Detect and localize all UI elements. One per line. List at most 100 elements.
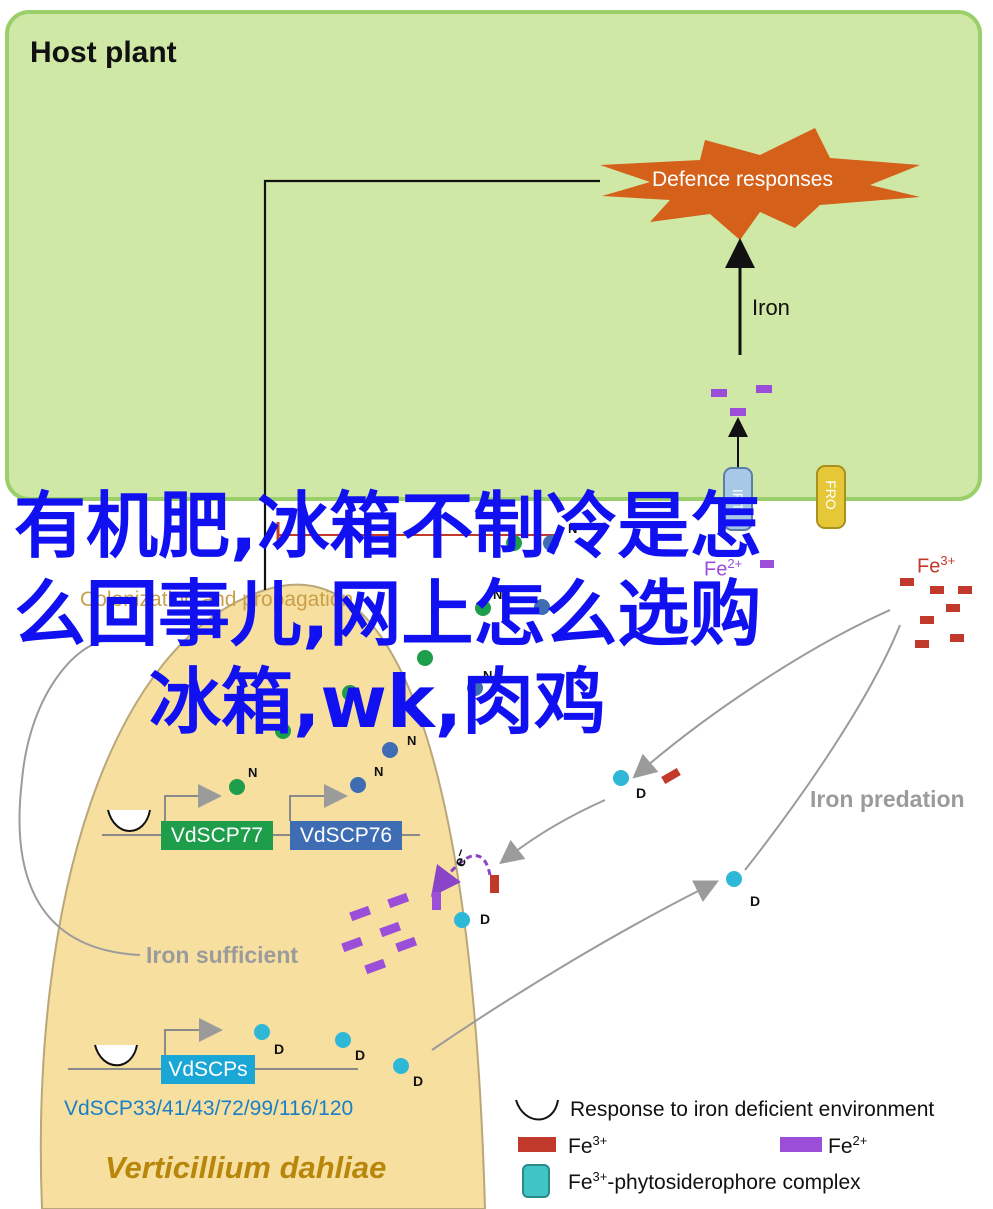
fe3-mark [920,616,934,624]
legend-complex-rest: -phytosiderophore complex [607,1171,861,1194]
fe3-mark [490,875,499,893]
siderophore-dot [613,770,629,786]
host-plant-panel [5,10,982,501]
enzyme-dot-blue [543,535,559,551]
enzyme-n-label: N [568,521,578,536]
gray-arrow-to-fungus [499,799,606,865]
enzyme-n-label: N [483,668,493,683]
enzyme-n-label: N [493,587,503,602]
fe3-ion-text: Fe [917,555,941,578]
species-name: Verticillium dahliae [105,1150,387,1185]
host-plant-title: Host plant [30,36,177,69]
iron-sufficient-label: Iron sufficient [146,942,299,968]
gray-arrow-from-fungus [431,880,719,1051]
fe3-ion-label: Fe3+ [917,553,955,579]
siderophore-dot [254,1024,270,1040]
fe3-mark [930,586,944,594]
enzyme-n-label: N [248,765,258,780]
iron-predation-label: Iron predation [810,786,965,812]
fe2-mark [711,389,727,397]
enzyme-dot-green [275,723,291,739]
enzyme-dot-blue [350,777,366,793]
response-element-icon [94,1044,138,1067]
fe2-mark [387,892,410,909]
enzyme-dot-green [342,685,358,701]
promoter-arrow [289,784,348,821]
fe3-mark [915,640,929,648]
enzyme-dot-blue [534,599,550,615]
iron-label: Iron [752,295,790,320]
siderophore-d-label: D [413,1073,424,1089]
enzyme-n-label: N [407,733,417,748]
fe2-ion-label: Fe2+ [704,556,742,582]
fe2-mark [756,385,772,393]
siderophore-d-label: D [355,1047,366,1063]
colonization-label: Colonization and propagation [80,588,354,611]
promoter-arrow [164,784,222,821]
siderophore-d-label: D [274,1041,285,1057]
enzyme-n-label: N [374,764,384,779]
siderophore-d-label: D [480,911,491,927]
fe2-mark [395,936,418,953]
legend-response-icon [515,1099,559,1121]
gene-box-vdscp76: VdSCP76 [290,821,402,850]
irt-label: IRT [730,489,746,512]
siderophore-dot [454,912,470,928]
gray-arrow-predation [744,624,901,871]
fe2-mark [341,936,364,953]
fe2-mark [379,921,402,938]
legend-fe2-sup: 2+ [852,1133,868,1148]
fe3-ion-sup: 3+ [940,553,956,568]
fe2-ion-sup: 2+ [727,556,743,571]
irt-transporter [723,467,753,531]
enzyme-dot-green [417,650,433,666]
signal-line [263,179,600,590]
fe2-mark [760,560,774,568]
enzyme-dot-green [506,535,522,551]
enzyme-n-group [229,535,559,795]
fro-transporter [816,465,846,529]
fe2-ion-text: Fe [704,558,728,581]
legend-response-text: Response to iron deficient environment [570,1098,935,1121]
enzyme-dot-green [229,779,245,795]
legend-complex-icon [522,1164,550,1198]
overlay-headline: 有机肥,冰箱不制冷是怎 么回事儿,网上怎么选购 冰箱,wk,肉鸡 [14,482,974,746]
fe3-mark [900,578,914,586]
gene-box-vdscp77: VdSCP77 [161,821,273,850]
fe3-mark [950,634,964,642]
legend-fe3-base: Fe [568,1135,593,1158]
fro-label: FRO [823,480,839,510]
overlay-line-3: 冰箱,wk,肉鸡 [149,660,607,744]
siderophore-group [254,768,742,1074]
fe2-mark [349,905,372,922]
fe2-mark [730,408,746,416]
siderophore-dot [726,871,742,887]
legend-complex-sup: 3+ [592,1169,608,1184]
legend-fe3-swatch [518,1137,556,1152]
legend-complex-text: Fe3+-phytosiderophore complex [568,1169,861,1195]
overlay-line-1: 有机肥,冰箱不制冷是怎 [14,484,762,568]
gray-arrow-to-siderophore [632,609,891,779]
legend-fe2-base: Fe [828,1135,853,1158]
fe3-mark [946,604,960,612]
gray-loop-arrow [18,639,141,956]
enzyme-dot-blue [467,680,483,696]
defence-starburst [600,128,920,240]
legend-fe3-sup: 3+ [592,1133,608,1148]
fe3-mark [661,768,681,784]
gene-box-vdscps: VdSCPs [161,1055,255,1084]
legend-complex-base: Fe [568,1171,593,1194]
siderophore-d-label: D [750,893,761,909]
fe3-mark [958,586,972,594]
legend-fe2-text: Fe2+ [828,1133,867,1159]
overlay-line-2: 么回事儿,网上怎么选购 [14,572,762,656]
legend-fe2-swatch [780,1137,822,1152]
defence-responses-label: Defence responses [652,168,833,191]
siderophore-dot [335,1032,351,1048]
promoter-arrow [164,1018,223,1055]
response-element-icon [107,809,151,832]
enzyme-dot-green [475,600,491,616]
enzyme-dot-blue [382,742,398,758]
